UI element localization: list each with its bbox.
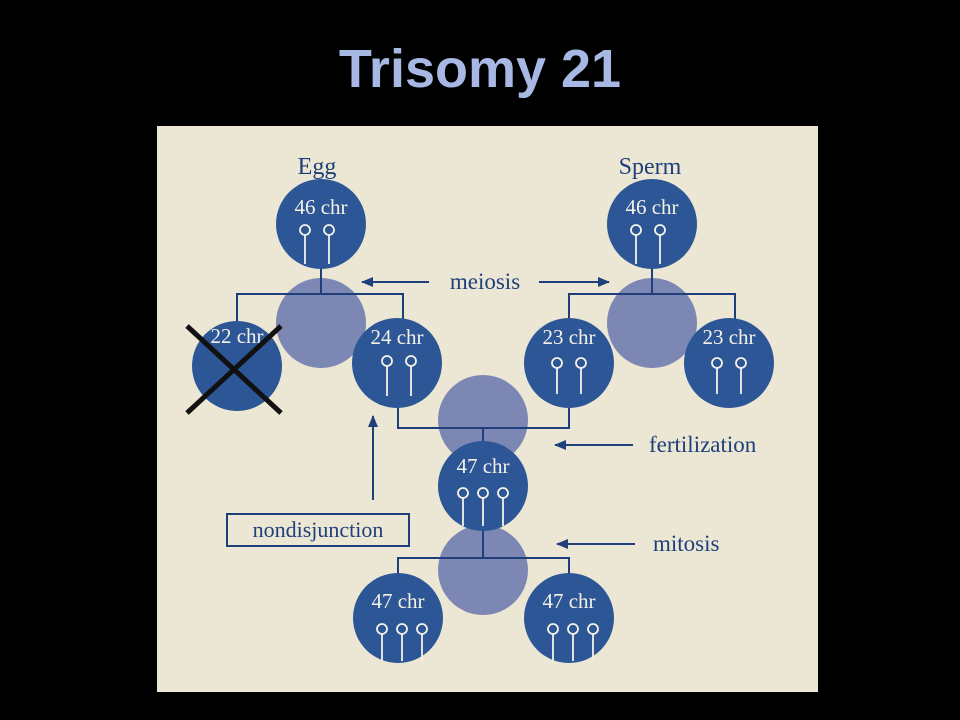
fertilization-dividing-cell: [438, 375, 528, 465]
sperm-right-label: 23 chr: [702, 325, 755, 349]
fertilization-label: fertilization: [649, 432, 757, 457]
daughter-right-label: 47 chr: [542, 589, 595, 613]
egg-meiosis-dividing-cell: [276, 278, 366, 368]
chromosome-icons: [299, 224, 335, 264]
egg-parent-label: 46 chr: [294, 195, 347, 219]
chromosome-icons: [711, 357, 747, 394]
nondisjunction-box: [226, 513, 410, 547]
diagram-panel: 46 chr 46 chr 22 chr 24 chr 23 chr: [157, 126, 818, 692]
nondisjunction-label: nondisjunction: [253, 517, 384, 542]
mitosis-label: mitosis: [653, 531, 720, 556]
cross-out-icon: [185, 324, 283, 415]
sperm-right-cell: 23 chr: [684, 318, 774, 408]
sperm-label: Sperm: [619, 154, 682, 180]
daughter-left-cell: 47 chr: [353, 573, 443, 663]
chromosome-icons: [376, 623, 428, 661]
sperm-left-cell: 23 chr: [524, 318, 614, 408]
zygote-cell: 47 chr: [438, 441, 528, 531]
daughter-right-cell: 47 chr: [524, 573, 614, 663]
egg-right-cell: 24 chr: [352, 318, 442, 408]
meiosis-label: meiosis: [450, 269, 520, 294]
sperm-parent-cell: 46 chr: [607, 179, 697, 269]
mitosis-dividing-cell: [438, 525, 528, 615]
sperm-meiosis-dividing-cell: [607, 278, 697, 368]
egg-label: Egg: [298, 154, 337, 180]
sperm-parent-label: 46 chr: [625, 195, 678, 219]
slide-title: Trisomy 21: [338, 39, 622, 99]
trisomy-diagram: 46 chr 46 chr 22 chr 24 chr 23 chr: [185, 154, 774, 663]
chromosome-icons: [551, 357, 587, 394]
zygote-label: 47 chr: [456, 454, 509, 478]
sperm-left-label: 23 chr: [542, 325, 595, 349]
egg-parent-cell: 46 chr: [276, 179, 366, 269]
chromosome-icons: [457, 487, 509, 526]
chromosome-icons: [630, 224, 666, 264]
egg-right-label: 24 chr: [370, 325, 423, 349]
egg-left-label: 22 chr: [210, 324, 263, 348]
daughter-left-label: 47 chr: [371, 589, 424, 613]
chromosome-icons: [381, 355, 417, 396]
chromosome-icons: [547, 623, 599, 661]
